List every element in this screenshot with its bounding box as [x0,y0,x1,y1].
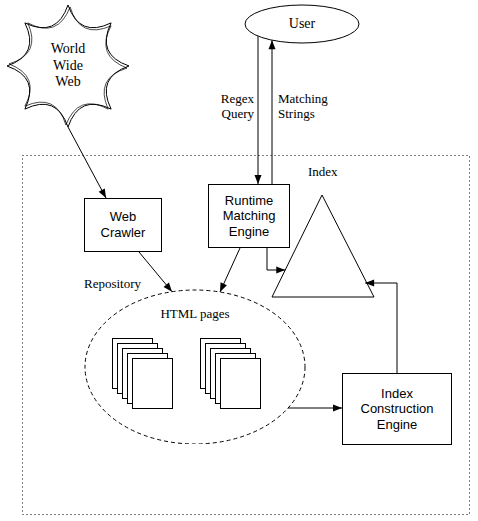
triangle-outline [272,195,374,297]
node-label: User [289,16,315,33]
arrowhead [164,283,172,292]
arrowhead [269,40,276,49]
connector-line [267,248,285,270]
connector [68,127,106,198]
connector [288,405,342,412]
system-boundary [23,156,470,515]
connector [269,40,276,184]
edge-label: Matching Strings [278,92,342,122]
connector [220,248,240,292]
node-label: Repository [84,276,141,292]
process-box: Web Crawler [84,198,162,252]
ellipse-outline [245,5,359,43]
process-box: Index Construction Engine [342,373,452,445]
arrowhead [99,188,106,198]
node-outline [84,276,306,444]
cloud-outline [9,7,127,125]
connector [255,36,262,184]
node-outline [268,160,378,300]
connector-line [220,248,240,292]
edge-label: Regex Query [206,92,254,122]
arrowhead [220,282,227,292]
connector [267,248,285,274]
node-label: Web Crawler [90,209,156,240]
arrowhead [255,175,262,184]
connector-line [258,36,259,184]
html-page-stack [113,339,173,409]
index-triangle: Index [268,160,378,300]
connector-line [139,252,172,292]
connector [365,280,397,374]
connector [139,252,172,292]
process-box: Runtime Matching Engine [208,184,290,248]
user-ellipse: User [244,4,360,44]
arrowhead [333,405,342,412]
node-label: Index [308,164,338,180]
cloud-outline [7,5,129,127]
node-label: Runtime Matching Engine [214,193,284,240]
connector-line [272,40,273,184]
node-label: World Wide Web [45,41,91,91]
web-cloud: World Wide Web [4,2,132,130]
repository-ellipse: RepositoryHTML pages [84,276,306,444]
html-page-stack [201,339,261,409]
node-label: Index Construction Engine [348,386,446,433]
node-sublabel: HTML pages [140,306,250,322]
connector-line [68,127,106,198]
repository-outline [85,290,305,444]
